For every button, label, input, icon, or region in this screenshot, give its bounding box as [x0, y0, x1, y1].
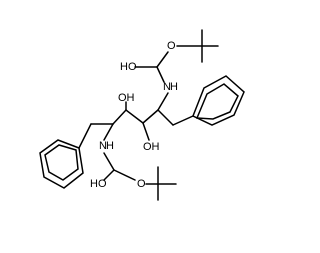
bottom-nitrogen-h-label: H	[106, 140, 114, 152]
bottom-carbamate	[103, 152, 136, 181]
top-nitrogen-label: N	[163, 81, 171, 93]
upper-phenyl-ring	[172, 75, 245, 126]
top-nitrogen-h-label: H	[170, 81, 178, 93]
upper-hydroxyl-label: OH	[118, 92, 135, 104]
lower-hydroxyl-label: OH	[143, 141, 160, 153]
top-carbamate	[134, 51, 169, 83]
bottom-carbamate-oxygen-label: O	[137, 178, 146, 190]
bottom-carbonyl-hydroxyl-label: HO	[90, 178, 107, 190]
molecule-structure: O HO N H OH OH N H HO O	[39, 29, 245, 201]
backbone-chain	[90, 92, 174, 141]
top-carbonyl-hydroxyl-label: HO	[120, 61, 137, 73]
top-tert-butyl	[176, 29, 219, 63]
top-carbamate-oxygen-label: O	[167, 40, 176, 52]
bottom-nitrogen-label: N	[99, 140, 107, 152]
lower-phenyl-ring	[39, 123, 92, 189]
bottom-tert-butyl	[145, 166, 177, 201]
